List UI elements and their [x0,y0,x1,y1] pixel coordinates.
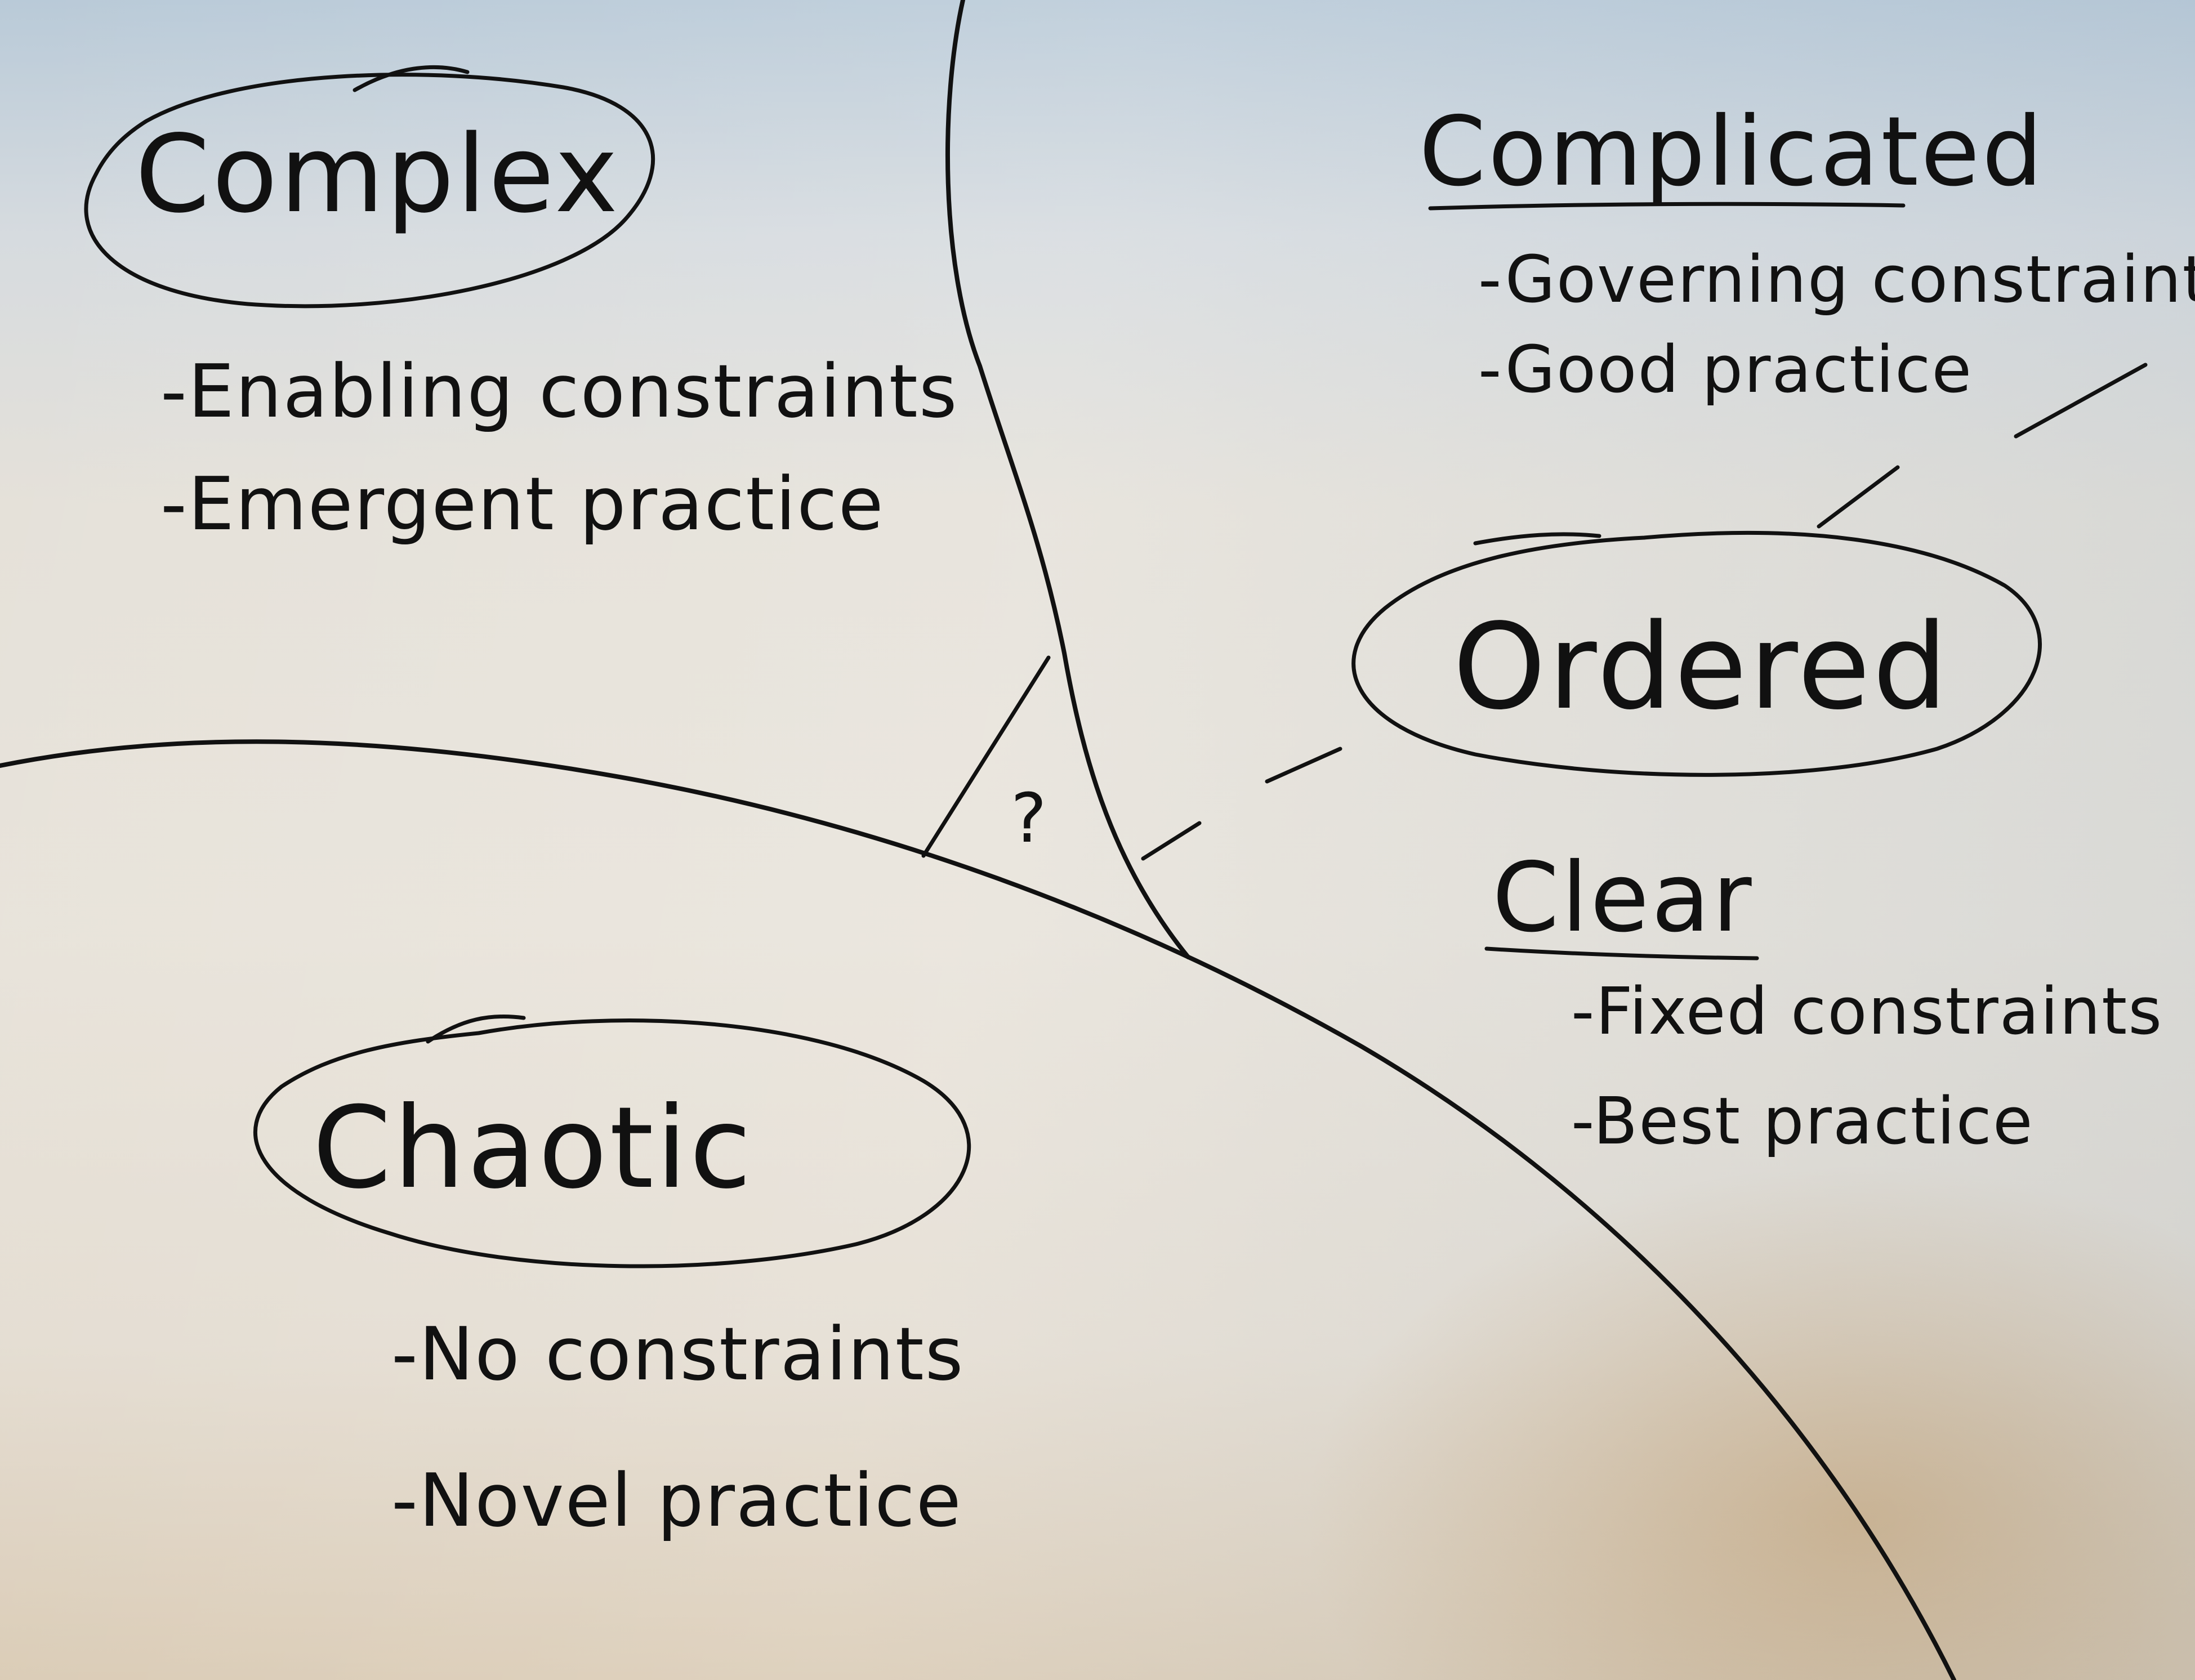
ordered-link-dash-3 [1265,747,1342,784]
clear-item-best-practice: -Best practice [1571,1084,2034,1159]
ordered-ellipse-tail [1473,532,1601,546]
ordered-title: Ordered [1453,598,1950,736]
divider-chaotic-boundary [0,739,1956,1680]
clear-item-fixed-constraints: -Fixed constraints [1571,974,2163,1049]
complex-item-emergent-practice: -Emergent practice [160,461,885,547]
ordered-link-dash-1 [1817,465,1900,529]
chaotic-ellipse-tail [426,1014,526,1044]
divider-complex-complicated [945,0,1190,959]
complicated-item-governing-constraints: -Governing constraints [1478,242,2195,318]
complicated-item-good-practice: -Good practice [1478,332,1973,408]
clear-underline [1484,946,1759,960]
chaotic-item-no-constraints: -No constraints [391,1311,965,1397]
clear-title: Clear [1492,842,1754,954]
complex-title: Complex [135,112,621,236]
complex-ellipse [84,73,655,309]
chaotic-ellipse [253,1018,971,1268]
complex-ellipse-tail [353,65,470,92]
chaotic-item-novel-practice: -Novel practice [391,1458,962,1543]
ordered-ellipse [1351,530,2042,777]
ordered-link-dash-2 [2014,363,2148,439]
chaotic-title: Chaotic [313,1083,754,1214]
liminal-left-edge [921,655,1051,858]
complex-item-enabling-constraints: -Enabling constraints [160,348,958,434]
liminal-tick-right [1141,821,1202,861]
complicated-title: Complicated [1419,96,2045,208]
liminal-question-mark: ? [1011,780,1047,858]
complicated-underline [1428,202,1906,211]
